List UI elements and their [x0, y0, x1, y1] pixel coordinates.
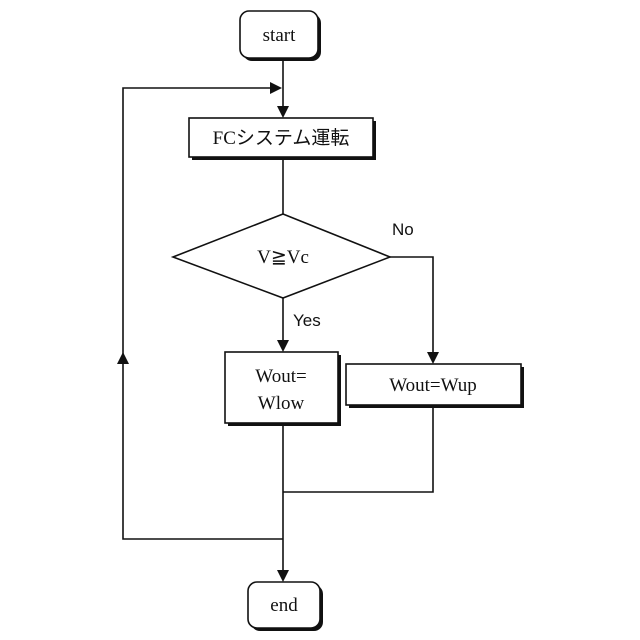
- process-node: FCシステム運転: [189, 118, 376, 160]
- wout-wup-node: Wout=Wup: [346, 364, 524, 408]
- arrowhead-into-wlow: [277, 340, 289, 352]
- end-label: end: [270, 595, 298, 616]
- start-label: start: [263, 25, 296, 46]
- start-node: start: [240, 11, 321, 61]
- connector-no-branch: [388, 257, 433, 362]
- decision-label: V≧Vc: [257, 247, 309, 268]
- arrowhead-into-process: [277, 106, 289, 118]
- end-node: end: [248, 582, 323, 631]
- wlow-label-line1: Wout=: [255, 366, 306, 387]
- yes-label: Yes: [293, 311, 321, 330]
- arrowhead-into-end: [277, 570, 289, 582]
- decision-node: V≧Vc: [173, 214, 390, 298]
- no-label: No: [392, 220, 414, 239]
- wup-label: Wout=Wup: [389, 375, 477, 396]
- process-label: FCシステム運転: [213, 127, 350, 149]
- wout-wlow-node: Wout= Wlow: [225, 352, 341, 426]
- wlow-label-line2: Wlow: [258, 393, 305, 414]
- arrowhead-into-wup: [427, 352, 439, 364]
- arrowhead-loop-up: [117, 352, 129, 364]
